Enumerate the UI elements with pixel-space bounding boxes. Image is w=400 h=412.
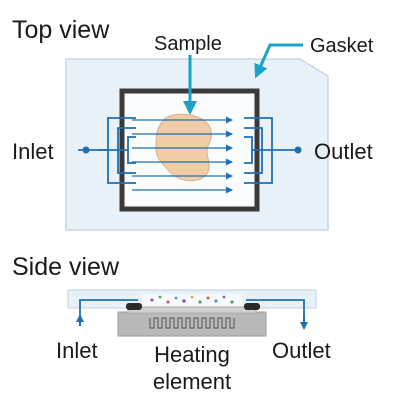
side-outlet-label: Outlet xyxy=(272,338,331,363)
gasket-pad-right xyxy=(244,303,260,310)
side-cover-plate xyxy=(127,306,257,314)
side-inlet-label: Inlet xyxy=(56,338,98,363)
inlet-port xyxy=(82,146,90,154)
side-view: Side view xyxy=(12,253,331,394)
sample-label: Sample xyxy=(154,33,222,55)
sample-particles xyxy=(150,295,234,304)
top-view-heading: Top view xyxy=(12,16,110,44)
heating-element-label-line2: element xyxy=(153,369,231,394)
outlet-manifold xyxy=(244,117,296,184)
gasket-label: Gasket xyxy=(310,35,374,57)
flow-arrows xyxy=(132,116,233,194)
heater-base xyxy=(117,311,267,337)
gasket-pad-left xyxy=(126,303,142,310)
top-outlet-label: Outlet xyxy=(314,139,373,164)
heating-coil xyxy=(149,317,235,329)
inlet-manifold xyxy=(78,117,136,184)
gasket-callout-arrow xyxy=(254,43,303,79)
heating-element-label-line1: Heating xyxy=(154,342,230,367)
top-inlet-label: Inlet xyxy=(12,139,54,164)
outlet-port xyxy=(294,146,302,154)
side-view-heading: Side view xyxy=(12,253,120,281)
top-view: Top view xyxy=(12,16,374,231)
